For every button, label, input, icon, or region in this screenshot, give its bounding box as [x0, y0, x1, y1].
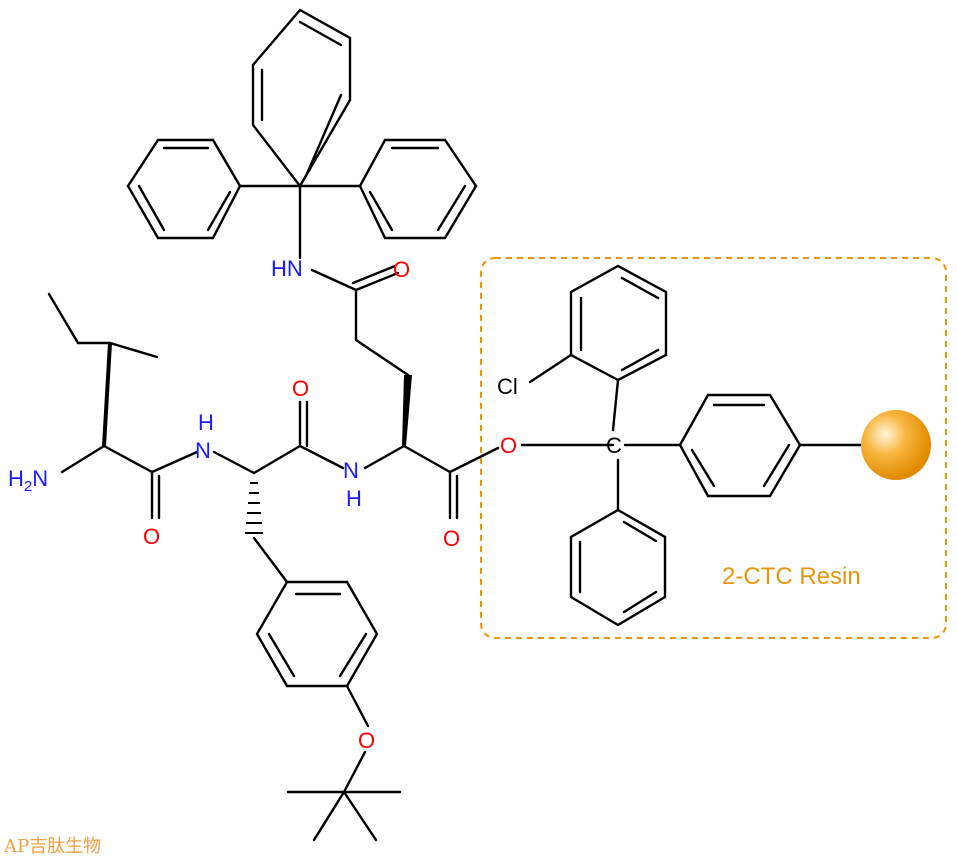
ester-carbonyl-o: O	[443, 526, 460, 551]
atom-labels: H2N H N O O N H O O HN O O Cl C	[8, 256, 622, 753]
tbu-ether-o: O	[358, 728, 375, 753]
bonds	[47, 8, 867, 842]
nh-phe-n: N	[343, 458, 359, 483]
nh-ile-n: N	[195, 438, 211, 463]
resin-bead	[861, 410, 931, 480]
ester-o: O	[500, 433, 517, 458]
amide-o: O	[393, 257, 410, 282]
amine-label: H2N	[8, 466, 48, 495]
resin-label: 2-CTC Resin	[722, 563, 861, 590]
nh-ile-h: H	[198, 410, 214, 435]
watermark: AP吉肽生物	[3, 836, 101, 856]
trityl-nh: HN	[271, 256, 303, 281]
trityl-center-c: C	[606, 433, 622, 458]
resin-box	[480, 257, 947, 639]
chloro-label: Cl	[497, 374, 518, 399]
carbonyl-o-1: O	[143, 524, 160, 549]
nh-phe-h: H	[346, 486, 362, 511]
carbonyl-o-2: O	[292, 376, 309, 401]
